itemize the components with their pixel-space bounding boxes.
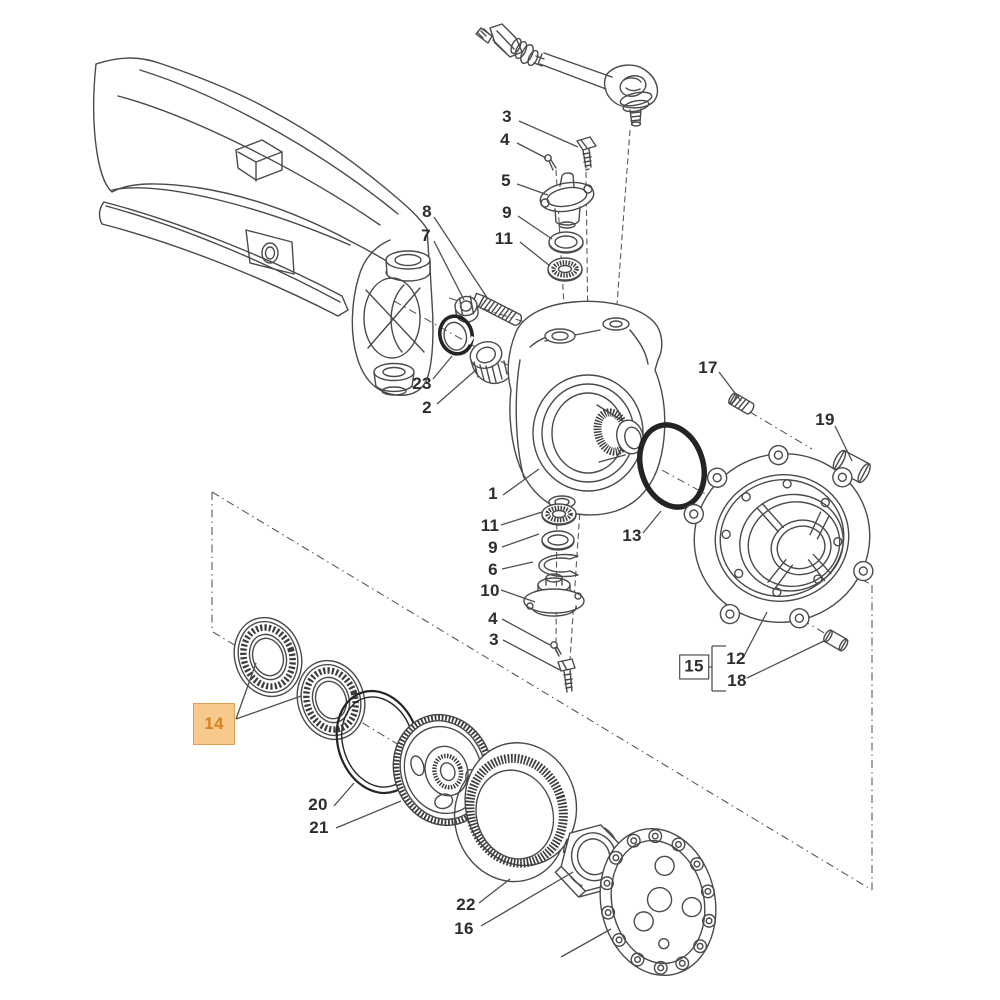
callout-22[interactable]: 22 [456, 895, 476, 914]
cover-bolt-bosses [599, 829, 717, 975]
carrier-bolt-holes [721, 479, 843, 597]
callout-2[interactable]: 2 [422, 398, 432, 417]
callout-20[interactable]: 20 [308, 795, 328, 814]
ring-gear-drawing [453, 742, 578, 883]
callout-4-top[interactable]: 4 [500, 130, 510, 149]
callout-11-top[interactable]: 11 [494, 229, 514, 248]
callout-10[interactable]: 10 [480, 581, 500, 600]
upper-kingpin-parts-drawing [539, 136, 597, 282]
callout-8[interactable]: 8 [422, 202, 432, 221]
callout-21[interactable]: 21 [309, 818, 329, 837]
axle-housing-drawing [93, 57, 430, 317]
lower-kingpin-parts-drawing [523, 503, 585, 693]
axle-yoke-drawing [351, 239, 434, 397]
bearing-14a-drawing [233, 616, 303, 698]
stud-17-drawing [728, 392, 755, 415]
callout-16[interactable]: 16 [454, 919, 474, 938]
seal-and-needle-bearing-drawing [437, 314, 513, 385]
tie-rod-drawing [475, 23, 659, 127]
callout-15-boxed[interactable]: 15 [679, 654, 709, 680]
nut-7 [454, 295, 479, 323]
callout-18[interactable]: 18 [727, 671, 747, 690]
assembly-boundary-lines [211, 491, 873, 891]
callout-23[interactable]: 23 [412, 374, 432, 393]
callout-17[interactable]: 17 [698, 358, 718, 377]
callout-3-top[interactable]: 3 [502, 107, 512, 126]
group-15-bracket [707, 645, 726, 692]
callout-1[interactable]: 1 [488, 484, 498, 503]
callout-13[interactable]: 13 [622, 526, 642, 545]
bearing-14b-drawing [296, 659, 366, 741]
callout-5[interactable]: 5 [501, 171, 511, 190]
o-ring-drawing [637, 422, 707, 510]
callout-14-highlighted[interactable]: 14 [193, 703, 235, 745]
callout-leader-lines [235, 120, 853, 958]
callout-6[interactable]: 6 [488, 560, 498, 579]
callout-9-mid[interactable]: 9 [488, 538, 498, 557]
callout-4-mid[interactable]: 4 [488, 609, 498, 628]
callout-12[interactable]: 12 [726, 649, 746, 668]
callout-3-mid[interactable]: 3 [489, 630, 499, 649]
pin-18-drawing [823, 629, 849, 652]
carrier-ear-tabs [683, 444, 874, 629]
callout-19[interactable]: 19 [815, 410, 835, 429]
hub-cover-disc-drawing [599, 827, 717, 977]
hub-carrier-drawing [683, 444, 874, 629]
callout-9-top[interactable]: 9 [502, 203, 512, 222]
adjuster-screw-drawing [454, 292, 523, 326]
callout-11-mid[interactable]: 11 [480, 516, 500, 535]
steering-knuckle-drawing [507, 300, 666, 516]
callout-7[interactable]: 7 [421, 226, 431, 245]
